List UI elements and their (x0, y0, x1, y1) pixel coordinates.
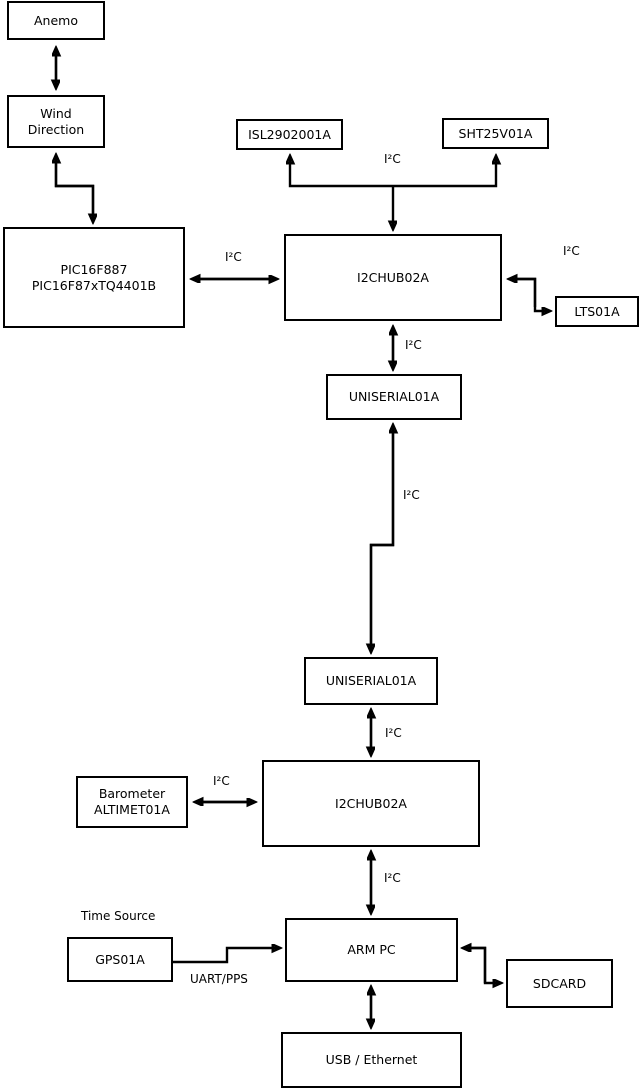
node-uniserial01a-top-label: UNISERIAL01A (348, 389, 440, 405)
node-i2chub02a-top-label: I2CHUB02A (357, 269, 429, 285)
node-wind-direction[interactable]: Wind Direction (7, 95, 105, 148)
node-anemo-label: Anemo (34, 12, 78, 28)
node-sht25v01a[interactable]: SHT25V01A (442, 118, 549, 149)
edge-label-hub2-arm: I²C (384, 871, 401, 885)
node-i2chub02a-bottom[interactable]: I2CHUB02A (262, 760, 480, 847)
edge-label-hub-uniserial: I²C (405, 338, 422, 352)
edge-sdcard-arm (463, 948, 487, 983)
edge-label-baro-hub2: I²C (213, 774, 230, 788)
node-uniserial01a-bottom[interactable]: UNISERIAL01A (304, 657, 438, 705)
node-barometer-label: Barometer ALTIMET01A (94, 786, 170, 817)
edge-gps-arm (173, 948, 280, 964)
node-arm-pc[interactable]: ARM PC (285, 918, 458, 982)
node-i2chub02a-top[interactable]: I2CHUB02A (284, 234, 502, 321)
edge-label-uniserial-hub2: I²C (385, 726, 402, 740)
edge-label-uniserial-link: I²C (403, 488, 420, 502)
node-arm-pc-label: ARM PC (347, 942, 396, 958)
node-uniserial01a-top[interactable]: UNISERIAL01A (326, 374, 462, 420)
edge-label-sensors-hub: I²C (384, 152, 401, 166)
edge-hub-lts (509, 277, 550, 311)
node-barometer[interactable]: Barometer ALTIMET01A (76, 776, 188, 828)
edge-label-pic-hub: I²C (225, 250, 242, 264)
edge-uniserial-up (369, 425, 393, 652)
node-isl2902001a-label: ISL2902001A (248, 126, 331, 142)
node-gps01a[interactable]: GPS01A (67, 937, 173, 982)
edge-arm-sdcard (463, 946, 501, 983)
edge-pic-wind (56, 155, 95, 222)
node-sdcard-label: SDCARD (532, 975, 587, 991)
node-wind-direction-label: Wind Direction (27, 105, 85, 137)
node-uniserial01a-bottom-label: UNISERIAL01A (325, 673, 417, 689)
edge-label-hub-lts: I²C (563, 244, 580, 258)
node-gps01a-label: GPS01A (95, 951, 145, 967)
node-i2chub02a-bottom-label: I2CHUB02A (335, 795, 407, 811)
node-usb-ethernet[interactable]: USB / Ethernet (281, 1032, 462, 1088)
node-usb-ethernet-label: USB / Ethernet (325, 1052, 418, 1068)
node-isl2902001a[interactable]: ISL2902001A (236, 119, 343, 150)
node-sht25v01a-label: SHT25V01A (458, 125, 533, 141)
node-sdcard[interactable]: SDCARD (506, 959, 613, 1008)
node-lts01a-label: LTS01A (574, 303, 620, 319)
edge-uniserial-down (371, 425, 395, 652)
node-pic-mcu[interactable]: PIC16F887 PIC16F87xTQ4401B (3, 227, 185, 328)
edge-lts-hub (509, 279, 537, 307)
edge-hub-bus-isl (290, 156, 393, 188)
node-lts01a[interactable]: LTS01A (555, 296, 639, 327)
edge-wind-pic (54, 155, 93, 222)
node-pic-mcu-label: PIC16F887 PIC16F87xTQ4401B (31, 261, 157, 293)
annotation-time-source: Time Source (81, 909, 156, 923)
edge-hub-bus-sht (393, 156, 496, 188)
edge-label-gps-arm: UART/PPS (190, 972, 248, 986)
node-anemo[interactable]: Anemo (7, 1, 105, 40)
